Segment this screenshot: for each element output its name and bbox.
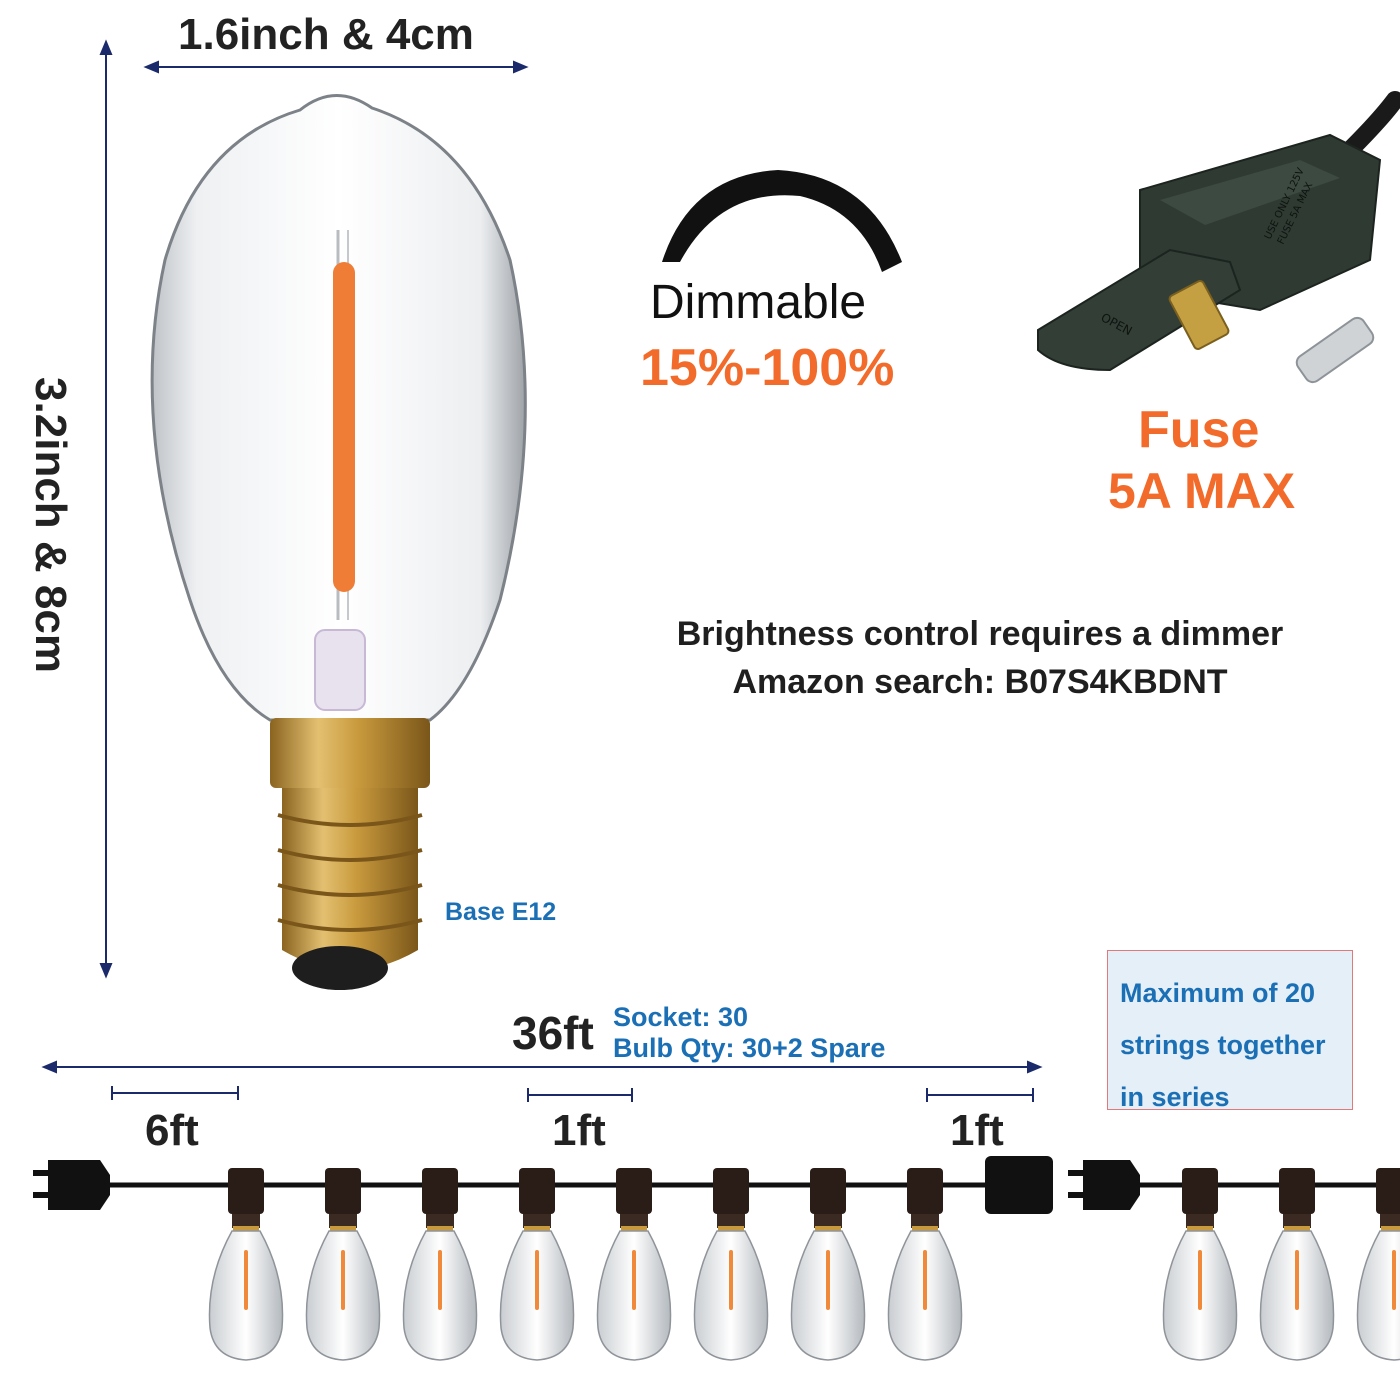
series-note-line2: strings together: [1120, 1030, 1326, 1060]
fuse-title: Fuse: [1138, 401, 1260, 459]
large-bulb-illustration: [150, 94, 527, 990]
dimmable-range: 15%-100%: [640, 339, 895, 397]
series-note-line1: Maximum of 20: [1120, 978, 1316, 1008]
height-dimension-arrow: [99, 39, 113, 979]
male-plug-icon: [33, 1160, 110, 1210]
socket-count-label: Socket: 30: [613, 1002, 749, 1032]
male-plug-icon-2: [1068, 1160, 1140, 1210]
height-label: 3.2inch & 8cm: [26, 377, 75, 673]
width-label: 1.6inch & 4cm: [178, 10, 474, 59]
fuse-rating: 5A MAX: [1108, 463, 1296, 519]
spacing-length-label: 1ft: [552, 1106, 606, 1155]
lead-length-label: 6ft: [145, 1106, 199, 1155]
series-note-line3: in series: [1120, 1082, 1230, 1112]
fused-plug-illustration: OPEN USE ONLY 125V FUSE 5A MAX: [1037, 91, 1400, 384]
dimmer-arc-icon: [662, 170, 902, 272]
bulb-qty-label: Bulb Qty: 30+2 Spare: [613, 1033, 886, 1063]
width-dimension-arrow: [143, 60, 529, 74]
segment-markers: [111, 1086, 1034, 1102]
string-lights-illustration: [33, 1156, 1400, 1361]
female-plug-icon: [985, 1156, 1053, 1214]
dimmable-title: Dimmable: [650, 276, 867, 329]
dimmer-note-line2: Amazon search: B07S4KBDNT: [732, 663, 1228, 701]
string-length-label: 36ft: [512, 1007, 594, 1059]
base-label: Base E12: [445, 898, 557, 926]
series-note-box: Maximum of 20 strings together in series: [1107, 950, 1353, 1112]
string-length-arrow: [41, 1060, 1043, 1074]
end-length-label: 1ft: [950, 1106, 1004, 1155]
dimmer-note-line1: Brightness control requires a dimmer: [676, 615, 1284, 653]
